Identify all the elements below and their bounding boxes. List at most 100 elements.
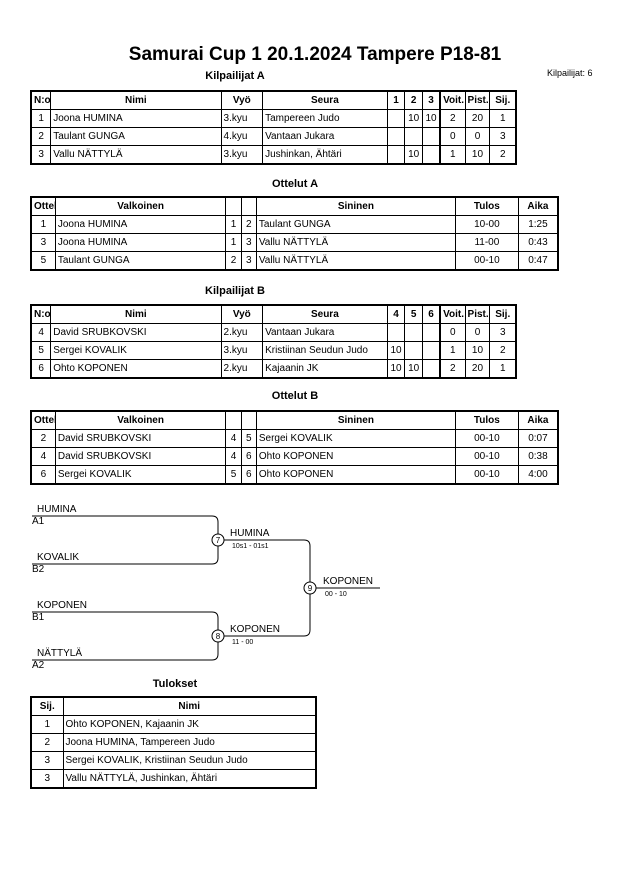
cell: 00-10 — [454, 251, 519, 271]
cell: Ohto KOPONEN — [50, 359, 222, 379]
cell: 1 — [489, 359, 517, 379]
table-row: 6 Ohto KOPONEN 2.kyu Kajaanin JK 10 10 2… — [30, 359, 517, 379]
results-table: Sij. Nimi 1 Ohto KOPONEN, Kajaanin JK 2 … — [30, 696, 317, 789]
cell: Taulant GUNGA — [54, 251, 227, 271]
cell: 3 — [30, 233, 56, 252]
results-heading: Tulokset — [152, 678, 198, 690]
matches-b-header-row: Ottelu Valkoinen Sininen Tulos Aika — [30, 410, 559, 430]
table-row: 2 Taulant GUNGA 4.kyu Vantaan Jukara 0 0… — [30, 127, 517, 146]
table-row: 5 Sergei KOVALIK 3.kyu Kristiinan Seudun… — [30, 341, 517, 360]
cell: 0:38 — [517, 447, 559, 466]
cell: Sergei KOVALIK, Kristiinan Seudun Judo — [62, 751, 317, 770]
table-row: 1 Joona HUMINA 3.kyu Tampereen Judo 10 1… — [30, 109, 517, 128]
pool-b-heading: Kilpailijat B — [205, 285, 265, 297]
cell: 0:47 — [517, 251, 559, 271]
pool-b-table: N:o Nimi Vyö Seura 4 5 6 Voit. Pist. Sij… — [30, 304, 517, 379]
match-number: 8 — [216, 632, 221, 641]
bracket-name: KOPONEN — [37, 600, 88, 611]
matches-a-heading: Ottelut A — [271, 178, 319, 190]
cell: 4:00 — [517, 465, 559, 485]
matches-a-table: Ottelu Valkoinen Sininen Tulos Aika 1 Jo… — [30, 196, 559, 271]
cell: 1 — [30, 715, 64, 734]
matches-b-heading: Ottelut B — [271, 390, 319, 402]
cell: 5 — [225, 465, 242, 485]
pool-a-heading: Kilpailijat A — [205, 70, 265, 82]
match-number: 7 — [216, 536, 221, 545]
match-circle-7: 7 — [211, 533, 225, 547]
cell: Ohto KOPONEN — [255, 447, 456, 466]
match-circle-9: 9 — [303, 581, 317, 595]
cell: 4 — [30, 447, 56, 466]
table-row: 2 David SRUBKOVSKI 4 5 Sergei KOVALIK 00… — [30, 429, 559, 448]
cell: Joona HUMINA, Tampereen Judo — [62, 733, 317, 752]
bracket-winner: KOPONEN — [230, 624, 281, 635]
table-row: 3 Sergei KOVALIK, Kristiinan Seudun Judo — [30, 751, 317, 770]
bracket-seed: A1 — [32, 516, 45, 527]
table-row: 3 Vallu NÄTTYLÄ 3.kyu Jushinkan, Ähtäri … — [30, 145, 517, 165]
competitor-count: Kilpailijat: 6 — [547, 68, 593, 78]
bracket-seed: A2 — [32, 660, 45, 671]
cell: Kajaanin JK — [262, 359, 388, 379]
cell: Taulant GUNGA — [50, 127, 222, 146]
table-row: 6 Sergei KOVALIK 5 6 Ohto KOPONEN 00-10 … — [30, 465, 559, 485]
cell: 2 — [30, 733, 64, 752]
table-row: 3 Vallu NÄTTYLÄ, Jushinkan, Ähtäri — [30, 769, 317, 789]
bracket-score: 10s1 - 01s1 — [232, 543, 269, 550]
cell: 5 — [30, 341, 52, 360]
cell: 10 — [404, 145, 423, 165]
table-row: 1 Ohto KOPONEN, Kajaanin JK — [30, 715, 317, 734]
cell: 0:43 — [517, 233, 559, 252]
cell: 11-00 — [454, 233, 519, 252]
results-header-row: Sij. Nimi — [30, 696, 317, 716]
page-title: Samurai Cup 1 20.1.2024 Tampere P18-81 — [128, 44, 502, 65]
cell: Vallu NÄTTYLÄ, Jushinkan, Ähtäri — [62, 769, 317, 789]
matches-b-table: Ottelu Valkoinen Sininen Tulos Aika 2 Da… — [30, 410, 559, 485]
cell: Ohto KOPONEN, Kajaanin JK — [62, 715, 317, 734]
cell: 6 — [240, 465, 257, 485]
bracket-winner: KOPONEN — [323, 576, 374, 587]
col-header: Sij. — [30, 696, 64, 716]
cell: 3 — [489, 127, 517, 146]
bracket-name: KOVALIK — [37, 552, 80, 563]
table-row: 4 David SRUBKOVSKI 4 6 Ohto KOPONEN 00-1… — [30, 447, 559, 466]
col-header: Aika — [517, 410, 559, 430]
cell: Kristiinan Seudun Judo — [262, 341, 388, 360]
cell: Vallu NÄTTYLÄ — [255, 251, 456, 271]
cell: 00-10 — [454, 465, 519, 485]
pool-b-header-row: N:o Nimi Vyö Seura 4 5 6 Voit. Pist. Sij… — [30, 304, 517, 324]
cell: Vantaan Jukara — [262, 127, 388, 146]
pool-a-table: N:o Nimi Vyö Seura 1 2 3 Voit. Pist. Sij… — [30, 90, 517, 165]
bracket-winner: HUMINA — [230, 528, 270, 539]
bracket-seed: B1 — [32, 612, 45, 623]
cell: 5 — [30, 251, 56, 271]
bracket-seed: B2 — [32, 564, 45, 575]
cell: 2.kyu — [220, 359, 264, 379]
cell: Vallu NÄTTYLÄ — [255, 233, 456, 252]
cell: 1 — [489, 109, 517, 128]
cell: Jushinkan, Ähtäri — [262, 145, 388, 165]
cell: 0 — [439, 127, 466, 146]
table-row: 5 Taulant GUNGA 2 3 Vallu NÄTTYLÄ 00-10 … — [30, 251, 559, 271]
col-header: Aika — [517, 196, 559, 216]
match-circle-8: 8 — [211, 629, 225, 643]
cell: 3 — [30, 769, 64, 789]
cell: Ohto KOPONEN — [255, 465, 456, 485]
cell: 2 — [225, 251, 242, 271]
match-number: 9 — [308, 584, 313, 593]
cell: 3 — [240, 251, 257, 271]
cell: Vallu NÄTTYLÄ — [50, 145, 222, 165]
bracket-score: 00 - 10 — [325, 591, 347, 598]
bracket-score: 11 - 00 — [232, 639, 254, 646]
cell: 3 — [30, 751, 64, 770]
bracket-name: NÄTTYLÄ — [37, 648, 83, 659]
cell: 6 — [240, 447, 257, 466]
cell: Sergei KOVALIK — [50, 341, 222, 360]
table-row: 3 Joona HUMINA 1 3 Vallu NÄTTYLÄ 11-00 0… — [30, 233, 559, 252]
col-header: Nimi — [62, 696, 317, 716]
cell: 00-10 — [454, 447, 519, 466]
bracket-line-final — [218, 539, 311, 637]
cell: 4.kyu — [220, 127, 264, 146]
bracket-name: HUMINA — [37, 504, 77, 515]
cell: 2 — [489, 341, 517, 360]
